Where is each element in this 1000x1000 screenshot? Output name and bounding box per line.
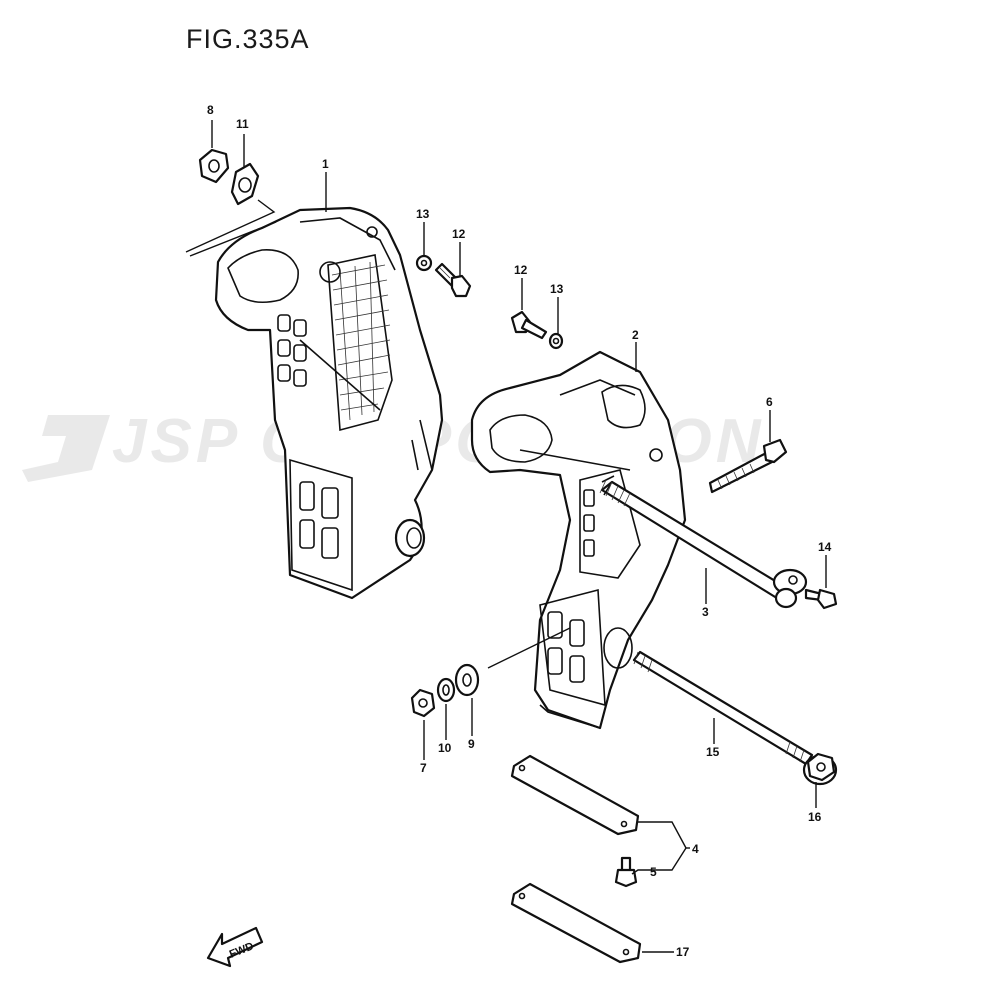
bolt-15 xyxy=(632,650,814,766)
nut-7 xyxy=(410,688,436,718)
callout-labels: 8 11 1 13 12 12 13 2 6 14 3 7 10 9 15 16… xyxy=(207,103,832,959)
callout-11: 11 xyxy=(236,117,249,131)
flange-nut-16 xyxy=(802,752,838,786)
callout-15: 15 xyxy=(706,745,720,759)
callout-12-lower: 12 xyxy=(514,263,528,277)
callout-3: 3 xyxy=(702,605,709,619)
callout-6: 6 xyxy=(766,395,773,409)
callout-2: 2 xyxy=(632,328,639,342)
callout-17: 17 xyxy=(676,945,690,959)
callout-13-lower: 13 xyxy=(550,282,564,296)
callout-12-upper: 12 xyxy=(452,227,466,241)
callout-5: 5 xyxy=(650,865,657,879)
callout-8: 8 xyxy=(207,103,214,117)
figure-title: FIG.335A xyxy=(186,24,310,54)
tilt-shaft xyxy=(599,475,808,609)
nut-8 xyxy=(198,148,230,184)
fwd-arrow-icon: FWD xyxy=(206,926,264,968)
right-clamp-bracket xyxy=(470,350,687,730)
washer-plate-11 xyxy=(230,162,260,206)
leader-lines xyxy=(185,120,827,953)
callout-16: 16 xyxy=(808,810,822,824)
watermark-logo-icon xyxy=(22,415,110,482)
washer-9 xyxy=(454,663,480,697)
plate-4 xyxy=(510,754,640,836)
washer-13-lower xyxy=(548,332,564,350)
callout-14: 14 xyxy=(818,540,832,554)
callout-7: 7 xyxy=(420,761,427,775)
callout-4: 4 xyxy=(692,842,699,856)
bolt-12-lower xyxy=(510,310,548,340)
bolt-6 xyxy=(708,438,788,494)
washer-13-upper xyxy=(415,254,433,272)
callout-1: 1 xyxy=(322,157,329,171)
callout-10: 10 xyxy=(438,741,452,755)
bolt-5 xyxy=(614,856,638,888)
callout-13-upper: 13 xyxy=(416,207,430,221)
bolt-14 xyxy=(804,588,838,610)
plate-17 xyxy=(510,882,642,964)
bolt-12-upper xyxy=(434,262,472,298)
washer-10 xyxy=(436,677,456,703)
callout-9: 9 xyxy=(468,737,475,751)
left-clamp-bracket xyxy=(214,206,444,600)
